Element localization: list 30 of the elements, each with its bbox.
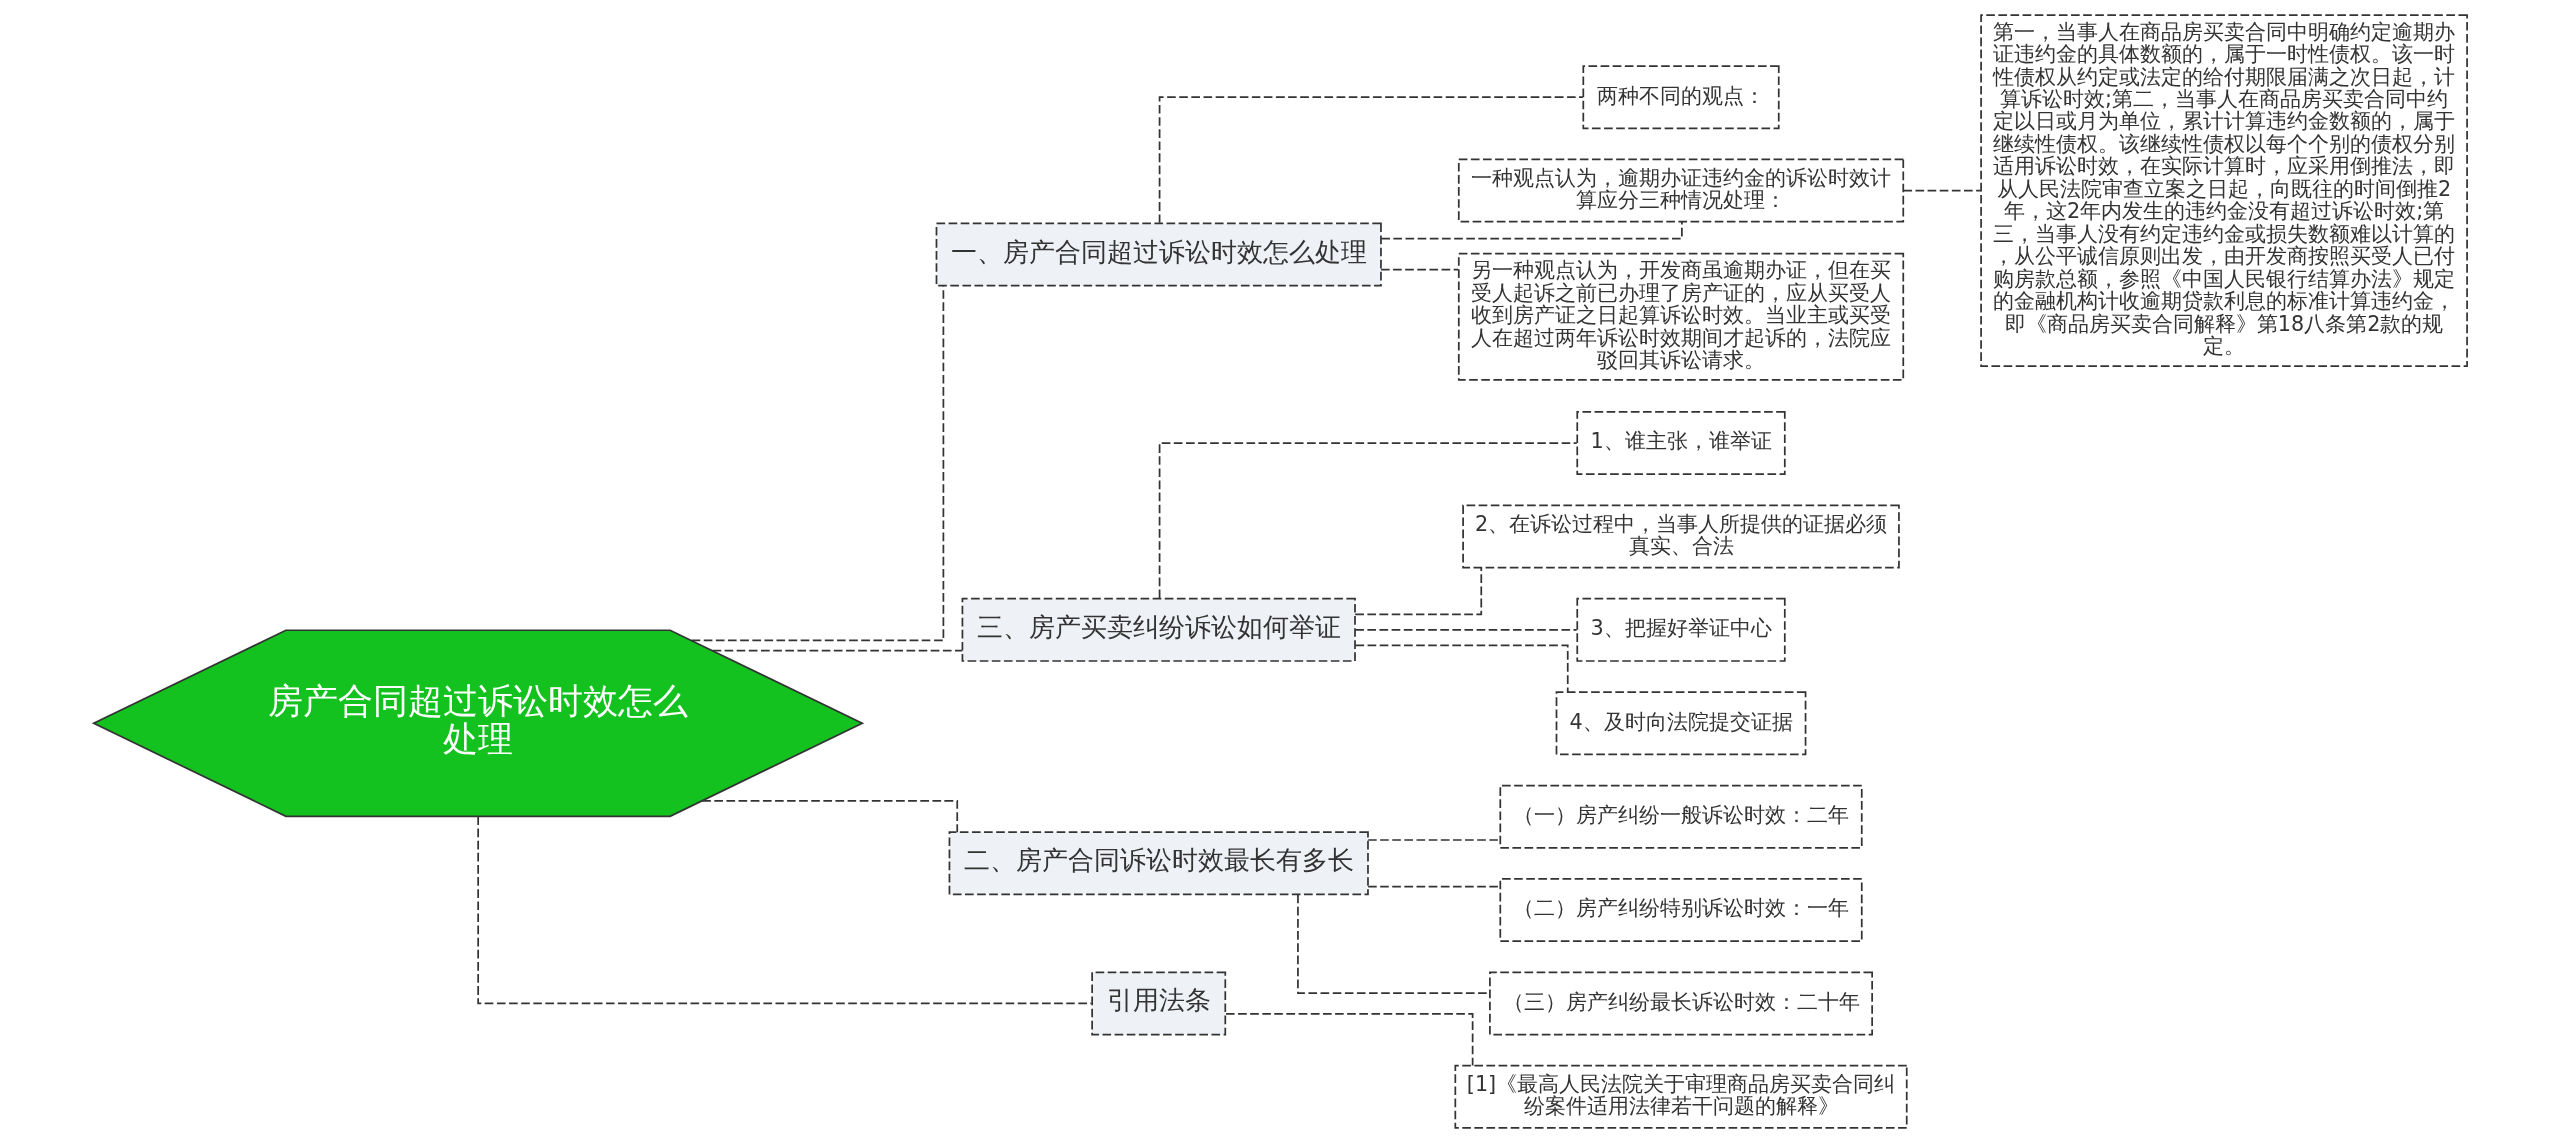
connector [1296, 893, 1490, 994]
node-box: （一）房产纠纷一般诉讼时效：二年 [1498, 784, 1863, 849]
node-box: 引用法条 [1090, 971, 1226, 1036]
node-box: 3、把握好举证中心 [1575, 597, 1786, 662]
node-box: （二）房产纠纷特别诉讼时效：一年 [1498, 878, 1863, 943]
node-box: （三）房产纠纷最长诉讼时效：二十年 [1488, 971, 1873, 1036]
connector [1354, 629, 1578, 631]
connector [690, 285, 944, 642]
node-box: 一、房产合同超过诉讼时效怎么处理 [935, 222, 1382, 287]
node-box: 一种观点认为，逾期办证违约金的诉讼时效计算应分三种情况处理： [1457, 158, 1904, 223]
connector [711, 649, 963, 652]
node-box: 2、在诉讼过程中，当事人所提供的证据必须真实、合法 [1461, 504, 1900, 569]
node-box: 另一种观点认为，开发商虽逾期办证，但在买受人起诉之前已办理了房产证的，应从买受人收到房产证之日起算诉讼时效。当业主或买受人在超过两年诉讼时效期间才起诉的，法院应驳回其诉讼请求。 [1457, 252, 1904, 381]
connector [1366, 885, 1501, 888]
node-box: [1]《最高人民法院关于审理商品房买卖合同纠纷案件适用法律若干问题的解释》 [1453, 1064, 1908, 1129]
connector [1353, 566, 1482, 616]
connector [1379, 268, 1459, 271]
connector [1354, 644, 1569, 693]
connector [1224, 1012, 1473, 1067]
node-box: 三、房产买卖纠纷诉讼如何举证 [961, 597, 1356, 662]
connector [476, 815, 1092, 1005]
node-box: 二、房产合同诉讼时效最长有多长 [948, 831, 1369, 896]
connector [1158, 96, 1584, 224]
node-box: 1、谁主张，谁举证 [1575, 411, 1786, 476]
node-box: 第一，当事人在商品房买卖合同中明确约定逾期办证违约金的具体数额的，属于一时性债权。该一时性债权从约定或法定的给付期限届满之次日起，计算诉讼时效;第二，当事人在商品房买卖合同中约定以日或月为单位，累计计算违约金数额的，属于继续性债权。该继续性债权以每个个别的债权分别适用诉讼时效，在实际计算时，应采用倒推法，即从人民法院审查立案之日起，向既往的时间倒推2年，这2年内发生的违约金没有超过诉讼时效;第三，当事人没有约定违约金或损失数额难以计算的，从公平诚信原则出发，由开发商按照买受人已付购房款总额，参照《中国人民银行结算办法》规定的金融机构计收逾期贷款利息的标准计算违约金，即《商品房买卖合同解释》第18八条第2款的规定。 [1979, 14, 2468, 367]
node-box: 4、及时向法院提交证据 [1555, 691, 1806, 756]
connector [1366, 839, 1501, 841]
connector [1902, 189, 1982, 192]
connector [1158, 442, 1578, 600]
node-box: 两种不同的观点： [1581, 65, 1780, 130]
